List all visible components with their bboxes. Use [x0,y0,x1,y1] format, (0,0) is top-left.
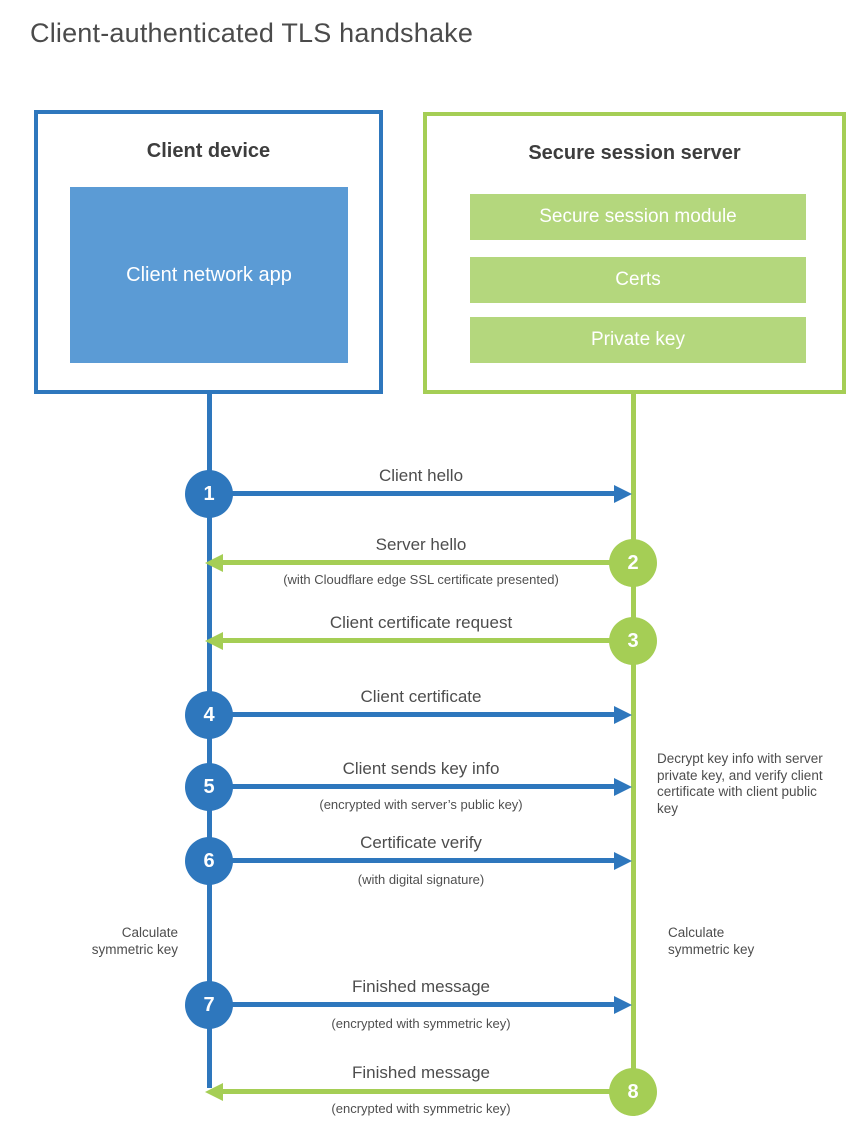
client-network-app-label: Client network app [126,263,292,286]
server-module-certs-label: Certs [615,269,661,290]
step-8-badge: 8 [609,1068,657,1116]
step-7-arrow right-arrow-icon [230,996,632,1014]
secure-session-server-title: Secure session server [528,142,741,164]
arrowhead-right-icon [614,996,632,1014]
arrowhead-left-icon [205,1083,223,1101]
step-5-arrow right-arrow-icon [230,778,632,796]
step-5-number: 5 [203,775,215,798]
server-module-certs: Certs [470,257,806,303]
arrowhead-right-icon [614,706,632,724]
step-2-number: 2 [627,551,639,574]
step-7-number: 7 [203,993,215,1016]
calculate-symmetric-key-note-client: Calculate symmetric key [91,925,178,957]
step-5-sublabel: (encrypted with server’s public key) [319,797,523,812]
step-2-arrow left-arrow-icon [205,554,612,572]
arrow-shaft [230,712,614,717]
step-6-number: 6 [203,849,215,872]
step-7-badge: 7 [185,981,233,1029]
server-module-secure-session-label: Secure session module [539,206,737,227]
arrow-shaft [223,638,612,643]
arrowhead-right-icon [614,778,632,796]
step-4-number: 4 [203,703,215,726]
step-4-badge: 4 [185,691,233,739]
step-1-label: Client hello [378,466,464,485]
step-8-number: 8 [627,1080,639,1103]
arrow-shaft [230,1002,614,1007]
step-3-label: Client certificate request [329,613,513,632]
step-4-arrow right-arrow-icon [230,706,632,724]
arrowhead-right-icon [614,485,632,503]
arrow-shaft [230,784,614,789]
step-7-sublabel: (encrypted with symmetric key) [331,1016,511,1031]
step-5-label: Client sends key info [342,759,500,778]
client-device-title: Client device [146,140,271,162]
step-6-arrow right-arrow-icon [230,852,632,870]
arrow-shaft [230,858,614,863]
step-8-label: Finished message [352,1063,490,1082]
client-device-box: Client device Client network app [34,110,383,394]
step-4-label: Client certificate [360,687,482,706]
server-module-private-key-label: Private key [591,329,685,350]
step-6-label: Certificate verify [360,833,482,852]
server-lifeline [631,392,636,1092]
server-module-secure-session: Secure session module [470,194,806,240]
step-7-label: Finished message [352,977,490,996]
client-network-app-block: Client network app [70,187,348,363]
arrow-shaft [223,1089,612,1094]
arrowhead-left-icon [205,554,223,572]
step-1-number: 1 [203,482,215,505]
secure-session-server-box: Secure session server Secure session mod… [423,112,846,394]
step-3-arrow left-arrow-icon [205,632,612,650]
client-lifeline [207,390,212,1088]
step-3-number: 3 [627,629,639,652]
step-1-arrow right-arrow-icon [230,485,632,503]
step-2-badge: 2 [609,539,657,587]
calculate-symmetric-key-note-server: Calculate symmetric key [668,925,755,957]
arrowhead-left-icon [205,632,223,650]
step-2-sublabel: (with Cloudflare edge SSL certificate pr… [283,572,559,587]
arrowhead-right-icon [614,852,632,870]
arrow-shaft [223,560,612,565]
step-8-arrow left-arrow-icon [205,1083,612,1101]
step-3-badge: 3 [609,617,657,665]
arrow-shaft [230,491,614,496]
step-1-badge: 1 [185,470,233,518]
server-module-private-key: Private key [470,317,806,363]
step-8-sublabel: (encrypted with symmetric key) [331,1101,511,1116]
step-6-badge: 6 [185,837,233,885]
step-6-sublabel: (with digital signature) [357,872,485,887]
decrypt-note: Decrypt key info with server private key… [657,751,823,816]
page-title: Client-authenticated TLS handshake [30,18,474,48]
step-2-label: Server hello [375,535,467,554]
step-5-badge: 5 [185,763,233,811]
